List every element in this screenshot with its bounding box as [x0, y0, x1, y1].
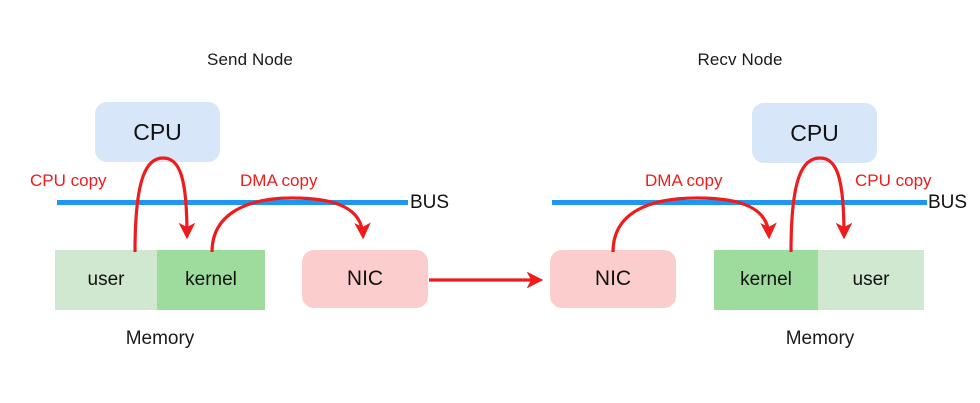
recv-dma-copy-label: DMA copy [645, 171, 723, 190]
recv-cpu-copy-label: CPU copy [855, 171, 932, 190]
recv-bus-line [552, 200, 927, 205]
send-memory-kernel-segment[interactable]: kernel [157, 250, 265, 310]
recv-memory-user-segment[interactable]: user [818, 250, 924, 310]
send-bus-label: BUS [410, 192, 450, 213]
recv-cpu-box[interactable]: CPU [752, 103, 877, 163]
send-cpu-box[interactable]: CPU [95, 102, 220, 162]
recv-memory-user-label: user [852, 269, 890, 290]
send-memory-kernel-label: kernel [185, 269, 237, 290]
send-nic-label: NIC [346, 267, 384, 290]
recv-nic-box[interactable]: NIC [550, 250, 676, 308]
send-memory-user-segment[interactable]: user [55, 250, 157, 310]
recv-bus-label: BUS [928, 192, 968, 213]
send-cpu-copy-label: CPU copy [30, 171, 107, 190]
send-cpu-copy-arrow [133, 156, 196, 253]
send-node-title: Send Node [207, 50, 293, 69]
send-dma-copy-arrow [210, 196, 371, 253]
send-memory-caption: Memory [125, 328, 195, 349]
recv-cpu-label: CPU [790, 119, 839, 146]
recv-memory-kernel-label: kernel [740, 269, 792, 290]
recv-cpu-copy-arrow [789, 156, 853, 253]
send-nic-box[interactable]: NIC [302, 250, 428, 308]
recv-memory-kernel-segment[interactable]: kernel [714, 250, 818, 310]
recv-node-title: Recv Node [697, 50, 783, 69]
send-dma-copy-label: DMA copy [240, 171, 318, 190]
recv-memory-box[interactable]: kernel user [714, 250, 924, 310]
recv-nic-label: NIC [594, 267, 632, 290]
recv-memory-caption: Memory [785, 328, 855, 349]
send-memory-user-label: user [87, 269, 125, 290]
send-cpu-label: CPU [133, 118, 182, 145]
send-memory-box[interactable]: user kernel [55, 250, 265, 310]
send-bus-line [57, 200, 408, 205]
recv-dma-copy-arrow [611, 196, 777, 253]
